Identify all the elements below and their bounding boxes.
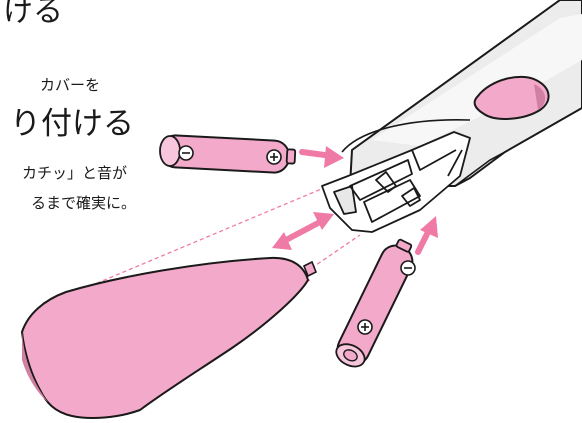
main-instruction: り付ける bbox=[10, 106, 134, 142]
heading-fragment: ける bbox=[3, 0, 63, 29]
guide-line-lower bbox=[299, 234, 361, 277]
battery-top bbox=[159, 134, 297, 174]
sub-caption: カバーを bbox=[40, 76, 101, 94]
note-line-1: カチッ」と音が bbox=[22, 164, 128, 182]
battery-cover bbox=[21, 256, 318, 419]
battery-compartment bbox=[321, 131, 471, 233]
arrow-attach-cover bbox=[272, 212, 334, 250]
note-line-2: るまで確実に。 bbox=[31, 194, 137, 212]
power-switch bbox=[473, 75, 550, 120]
arrow-insert-bottom bbox=[415, 216, 438, 255]
arrow-insert-top bbox=[299, 146, 344, 168]
battery-bottom bbox=[335, 238, 416, 368]
